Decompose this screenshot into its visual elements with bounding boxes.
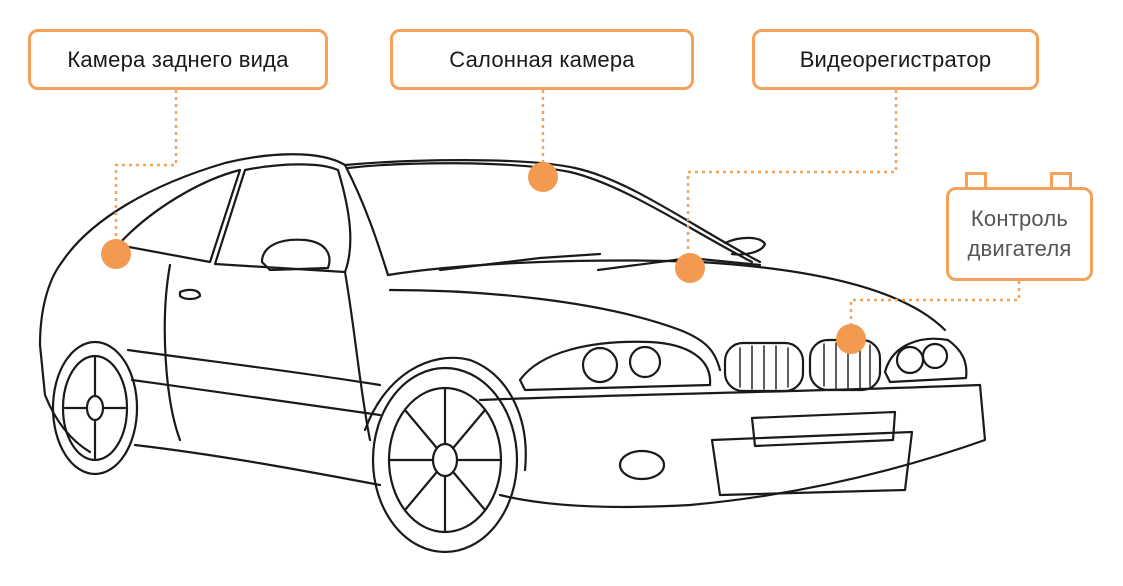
bumper-intake — [710, 430, 914, 497]
fog-light — [618, 449, 666, 481]
door-line — [163, 263, 372, 442]
dashcam-text: Видеорегистратор — [799, 46, 992, 72]
cabin-camera-text: Салонная камера — [449, 46, 635, 72]
side-window — [116, 168, 242, 264]
rear-wheel — [51, 340, 139, 476]
marker-cabin-camera[interactable] — [528, 162, 558, 192]
headlight-right — [883, 337, 968, 384]
headlight-left-ring2 — [628, 345, 662, 379]
door-handle — [178, 288, 202, 301]
battery-terminal-left — [965, 172, 987, 188]
headlight-left-ring1 — [581, 346, 619, 384]
headlight-left — [518, 340, 712, 392]
body-side — [38, 260, 92, 454]
marker-engine[interactable] — [836, 324, 866, 354]
cabin-camera-label: Салонная камера — [390, 29, 694, 90]
grille-bars — [739, 342, 871, 390]
hood-crease — [388, 288, 722, 372]
rear-camera-text: Камера заднего вида — [67, 46, 289, 72]
side-window-2 — [213, 163, 352, 274]
body-line — [126, 348, 382, 417]
grille-left — [723, 341, 805, 393]
dash-mirror — [723, 236, 767, 256]
battery-terminal-right — [1050, 172, 1072, 188]
engine-control-text-1: Контроль — [970, 206, 1069, 231]
marker-rear-camera[interactable] — [101, 239, 131, 269]
connector-rear-camera — [114, 90, 178, 252]
rocker — [133, 443, 382, 487]
windshield — [343, 162, 754, 277]
connector-dashcam — [686, 90, 898, 265]
car-roof — [60, 153, 762, 264]
marker-dashcam[interactable] — [675, 253, 705, 283]
battery-icon: Контроль двигателя — [946, 187, 1093, 281]
front-bumper — [478, 383, 987, 509]
front-wheel — [363, 356, 527, 554]
rear-camera-label: Камера заднего вида — [28, 29, 328, 90]
headlight-right-ring2 — [921, 342, 949, 370]
connector-engine — [849, 281, 1021, 336]
engine-control-text-2: двигателя — [967, 236, 1072, 261]
side-mirror — [260, 238, 331, 272]
dashcam-label: Видеорегистратор — [752, 29, 1039, 90]
plate — [750, 410, 897, 448]
